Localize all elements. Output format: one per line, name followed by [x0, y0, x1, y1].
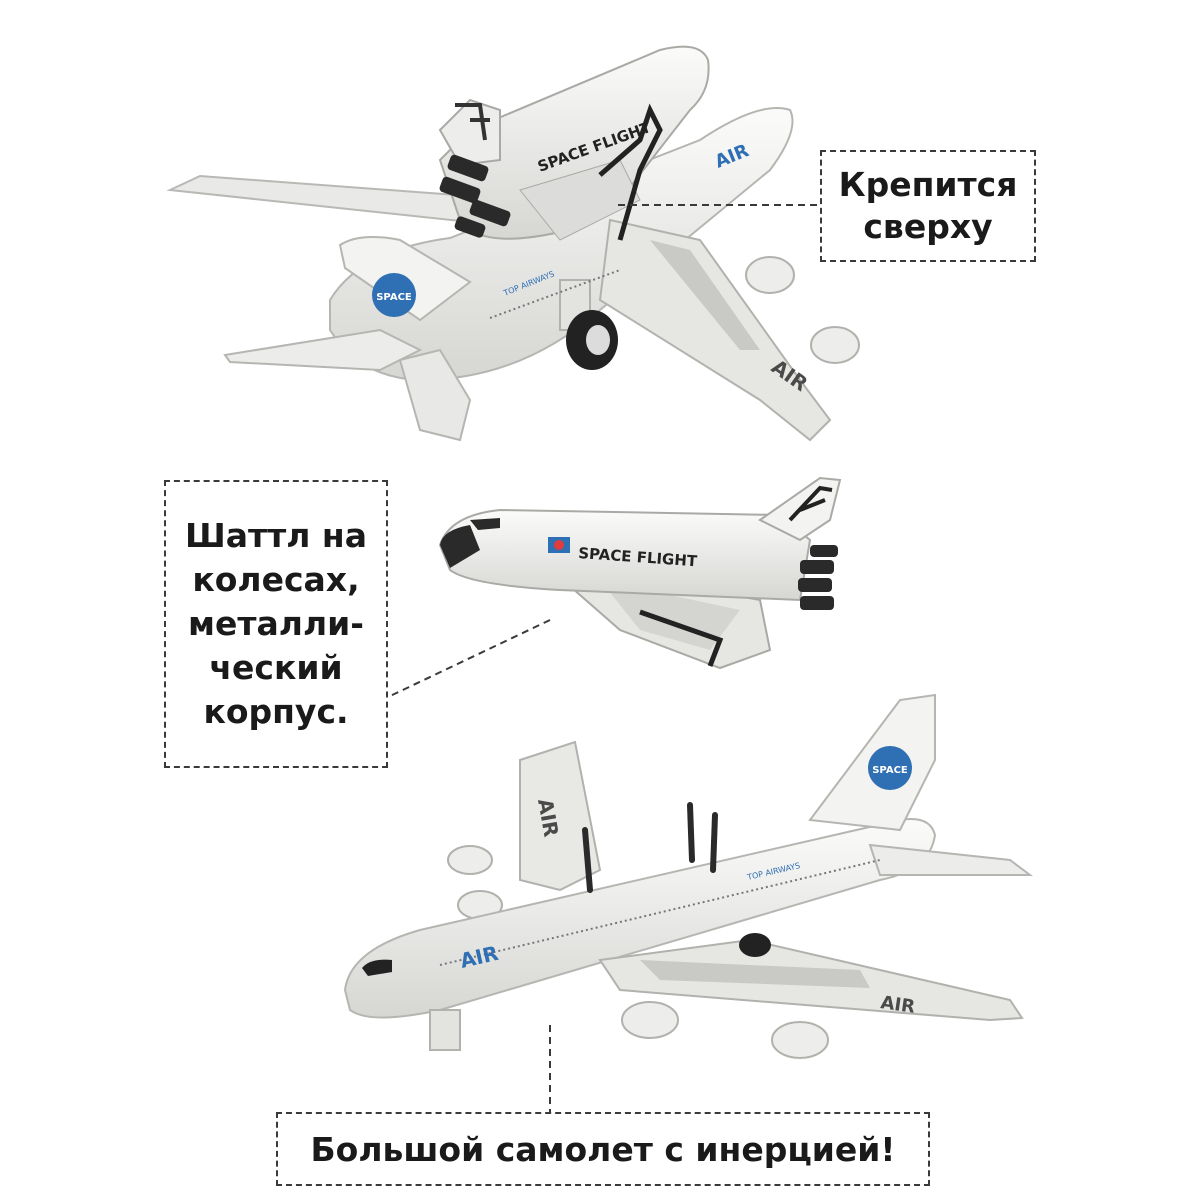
callout-mid-line-4: ческий	[209, 647, 343, 687]
emblem-label: SPACE	[376, 292, 412, 303]
airplane-standalone-image: AIR SPACE AIR AIR TOP AIRWAYS	[343, 693, 1033, 1059]
callout-mid-line-2: колесах,	[192, 560, 360, 600]
callout-mounts-on-top: Крепится сверху	[820, 150, 1036, 262]
shuttle-standalone-image: SPACE FLIGHT	[438, 476, 842, 670]
airplane-with-shuttle-image: SPACE AIR TOP AIRWAYS AIR SPACE FLIGHT	[166, 45, 860, 442]
callout-mid-line-3: металли-	[188, 604, 364, 644]
connector-line-middle	[387, 619, 551, 698]
callout-mid-line-1: Шаттл на	[184, 516, 367, 556]
callout-bottom-text: Большой самолет с инерцией!	[310, 1129, 896, 1169]
callout-shuttle-description: Шаттл на колесах, металли- ческий корпус…	[164, 480, 388, 768]
tail-emblem-label: SPACE	[872, 765, 908, 776]
callout-mid-line-5: корпус.	[203, 691, 349, 731]
callout-top-line-1: Крепится	[838, 165, 1018, 205]
lower-wing-label: AIR	[879, 992, 916, 1018]
callout-top-line-2: сверху	[863, 207, 993, 246]
callout-big-plane: Большой самолет с инерцией!	[276, 1112, 930, 1186]
